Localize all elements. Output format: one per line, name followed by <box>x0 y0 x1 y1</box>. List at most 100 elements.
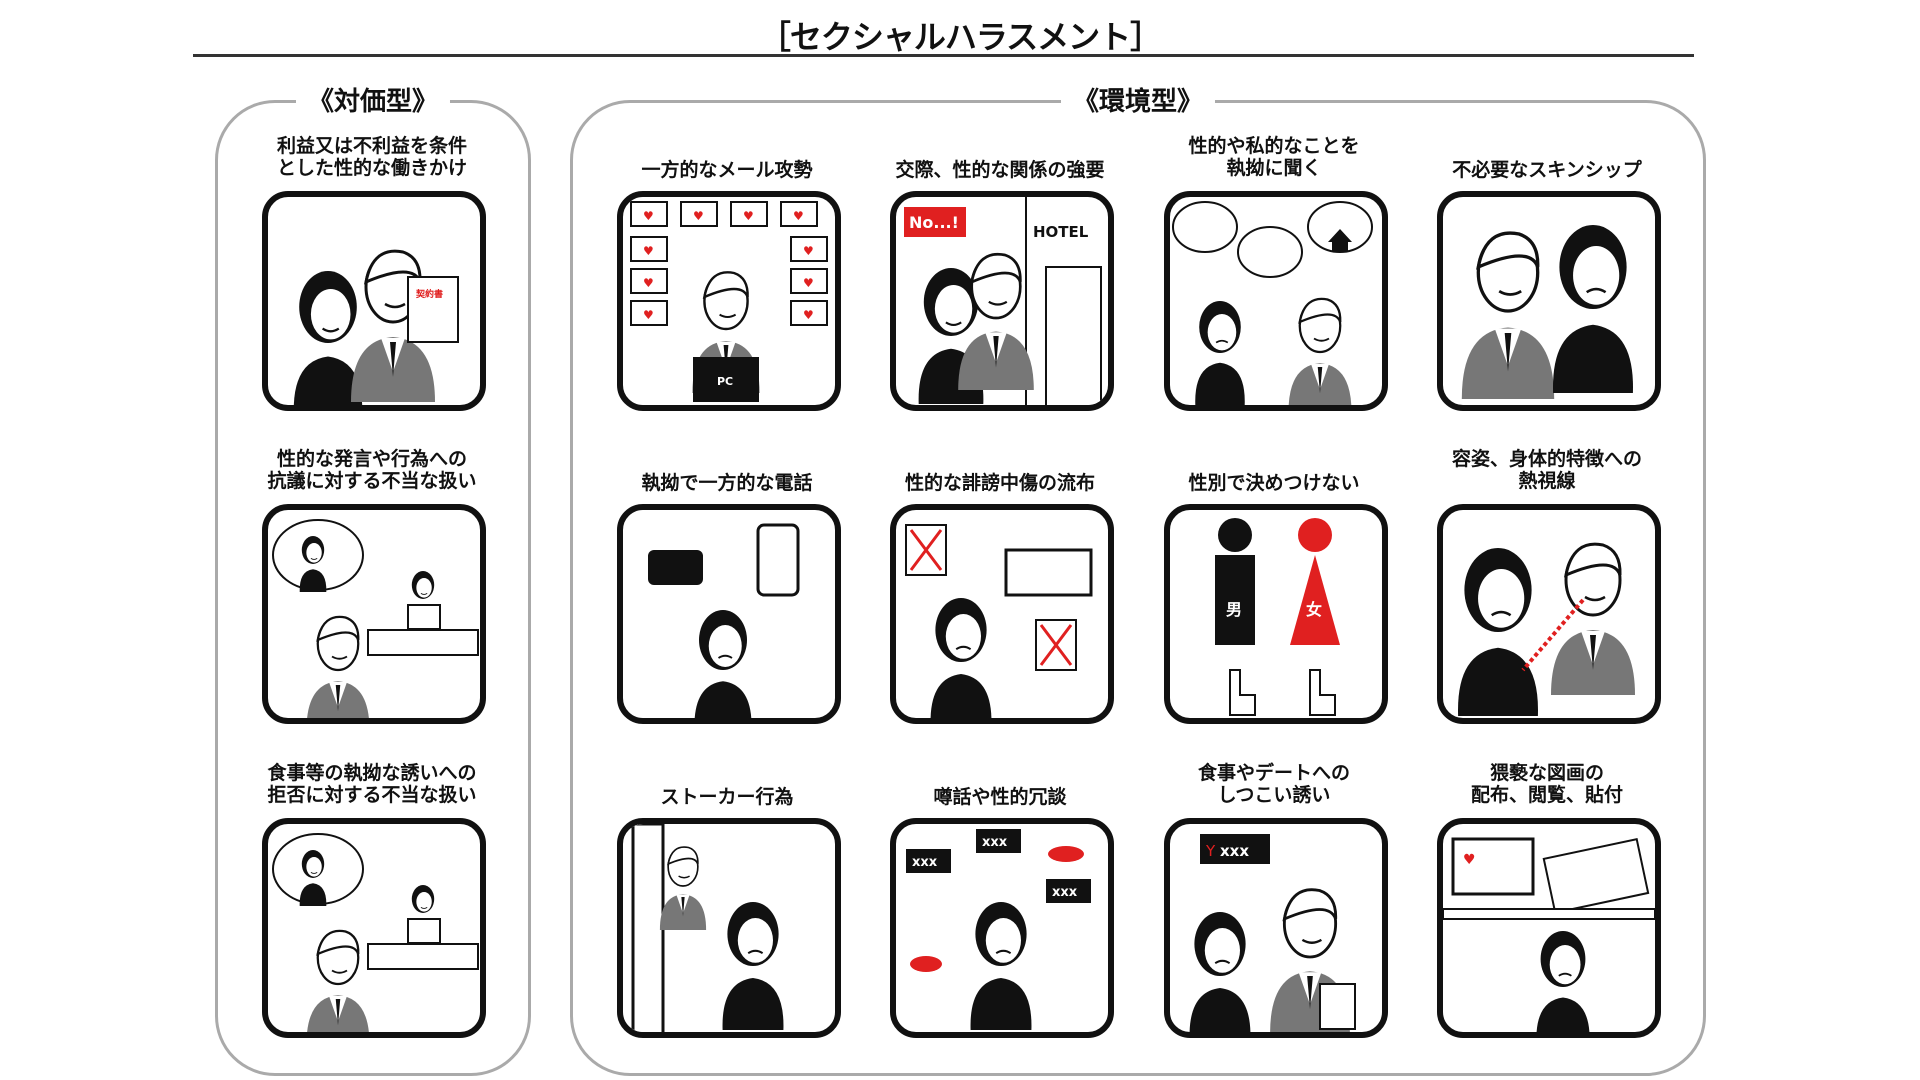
svg-text:♥: ♥ <box>643 209 654 223</box>
man-figure <box>958 252 1034 390</box>
envelope-icon: ♥ <box>790 300 828 326</box>
speech-bubble-icon <box>976 829 1021 853</box>
svg-text:♥: ♥ <box>643 244 654 258</box>
pointing-hand-icon <box>1309 669 1336 716</box>
beer-mug-icon <box>1319 983 1356 1030</box>
illustration-text: xxx <box>1220 842 1249 860</box>
item-label: ストーカー行為 <box>660 786 794 808</box>
thought-bubble-icon <box>1237 226 1303 278</box>
svg-text:♥: ♥ <box>693 209 704 223</box>
desk-phone-icon <box>648 550 703 585</box>
illustration-text: 男 <box>1226 600 1242 619</box>
hotel-door-icon <box>1045 266 1102 405</box>
woman-figure <box>970 902 1032 1030</box>
female-symbol-icon <box>1290 518 1340 645</box>
woman-figure <box>293 271 363 405</box>
speech-bubble-icon <box>904 207 966 237</box>
illustration-card: 男女 <box>1164 504 1388 724</box>
item-label: 交際、性的な関係の強要 <box>895 159 1105 181</box>
illustration-card: No...! HOTEL <box>890 191 1114 411</box>
item-label: 食事等の執拗な誘いへの 拒否に対する不当な扱い <box>267 762 477 806</box>
envelope-icon: ♥ <box>790 236 828 262</box>
page-title: ［セクシャルハラスメント］ <box>758 18 1162 56</box>
illustration <box>1172 201 1373 405</box>
quid-pro-quo-panel: 《対価型》 <box>215 81 531 1076</box>
illustration-text: xxx <box>982 835 1008 850</box>
svg-text:♥: ♥ <box>1463 852 1476 868</box>
illustration-card <box>617 504 841 724</box>
item-label: 性別で決めつけない <box>1188 472 1360 494</box>
illustration-text: HOTEL <box>1033 223 1089 241</box>
speech-bubble-icon <box>1046 879 1091 903</box>
illustration-text: No...! <box>909 213 959 232</box>
hostile-environment-heading: 《環境型》 <box>1060 81 1216 118</box>
speech-bubble-icon <box>906 849 951 873</box>
item-label: 執拗で一方的な電話 <box>641 472 813 494</box>
man-figure <box>307 929 369 1032</box>
envelope-icon: ♥ <box>730 201 768 227</box>
illustration-card: PC ♥ ♥ ♥ ♥ ♥ ♥ ♥ ♥ ♥ ♥ <box>617 191 841 411</box>
envelope-icon: ♥ <box>680 201 718 227</box>
item-label: 不必要なスキンシップ <box>1452 159 1642 181</box>
illustration-text: 女 <box>1306 600 1322 619</box>
laptop-icon <box>407 604 441 630</box>
envelope-icon: ♥ <box>790 268 828 294</box>
woman-figure <box>722 902 784 1030</box>
illustration-text: PC <box>717 375 733 388</box>
magazine-icon <box>1542 837 1650 914</box>
svg-text:♥: ♥ <box>743 209 754 223</box>
quid-pro-quo-heading: 《対価型》 <box>295 81 451 118</box>
svg-text:♥: ♥ <box>643 276 654 290</box>
envelope-icon: ♥ <box>630 236 668 262</box>
illustration <box>1458 542 1635 716</box>
item-label: 利益又は不利益を条件 とした性的な働きかけ <box>276 135 467 179</box>
illustration-card <box>262 504 486 724</box>
envelope-icon: ♥ <box>630 300 668 326</box>
envelope-icon: ♥ <box>780 201 818 227</box>
lips-icon <box>910 956 942 972</box>
man-figure <box>1461 231 1555 399</box>
item-label: 猥褻な図画の 配布、閲覧、貼付 <box>1470 762 1623 806</box>
illustration-card <box>1164 191 1388 411</box>
illustration <box>631 824 784 1032</box>
woman-figure <box>299 850 327 906</box>
illustration: 契約書 <box>293 249 459 405</box>
lips-icon <box>1048 846 1084 862</box>
item-label: 一方的なメール攻勢 <box>641 159 813 181</box>
illustration-card: ♥ <box>1437 818 1661 1038</box>
svg-text:♥: ♥ <box>803 308 814 322</box>
item-label: 性的や私的なことを 執拗に聞く <box>1188 135 1360 179</box>
man-figure <box>659 846 707 930</box>
svg-text:♥: ♥ <box>803 244 814 258</box>
cocktail-icon: Y <box>1205 842 1216 860</box>
desk-icon <box>367 943 479 970</box>
item-label: 性的な誹謗中傷の流布 <box>904 472 1095 494</box>
svg-text:♥: ♥ <box>643 308 654 322</box>
desk-icon <box>1443 908 1655 920</box>
illustration-card <box>890 504 1114 724</box>
illustration: ♥ <box>1443 837 1655 1032</box>
illustration-text: 契約書 <box>415 288 443 300</box>
illustration: PC ♥ ♥ ♥ ♥ ♥ ♥ ♥ ♥ ♥ ♥ <box>630 201 828 402</box>
gaze-arrow-icon <box>1521 598 1585 672</box>
laptop-icon <box>407 918 441 944</box>
woman-figure <box>1553 225 1633 393</box>
illustration: 男女 <box>1215 518 1340 716</box>
woman-figure <box>1458 548 1538 716</box>
thought-bubble-icon <box>1172 201 1238 253</box>
woman-figure <box>1195 301 1245 405</box>
illustration-card: 契約書 <box>262 191 486 411</box>
smartphone-icon <box>756 523 800 597</box>
svg-text:♥: ♥ <box>803 276 814 290</box>
laptop-icon <box>1451 837 1535 896</box>
envelope-icon: ♥ <box>630 201 668 227</box>
fax-machine-icon <box>1004 548 1093 597</box>
illustration-card <box>262 818 486 1038</box>
item-label: 食事やデートへの しつこい誘い <box>1197 762 1350 806</box>
illustration-card <box>617 818 841 1038</box>
woman-figure <box>1536 931 1590 1032</box>
hostile-environment-panel: 《環境型》 <box>570 81 1706 1076</box>
